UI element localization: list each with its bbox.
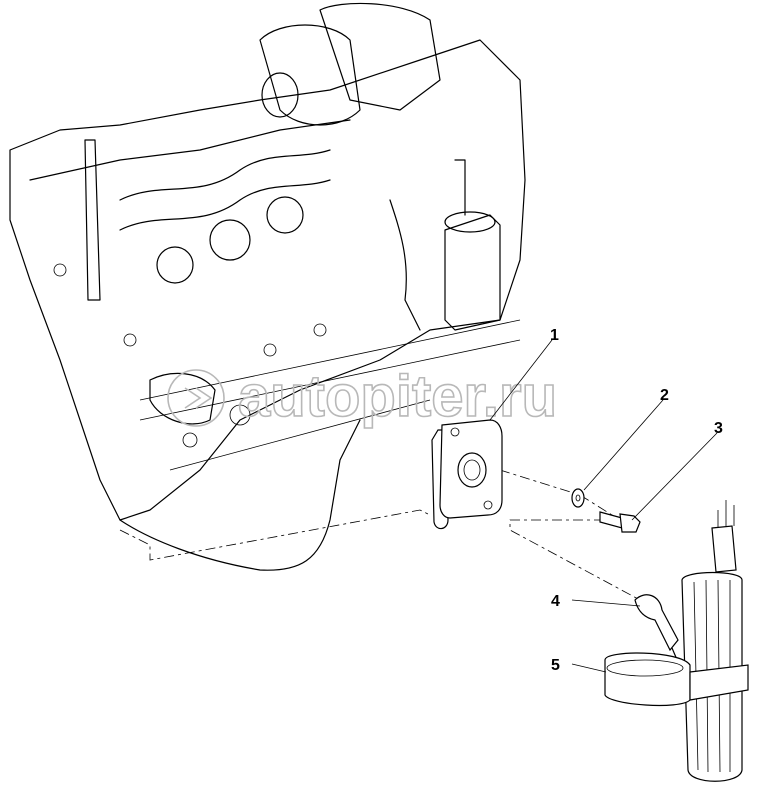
leader-line-4 <box>571 599 641 607</box>
leader-line-1 <box>489 339 553 421</box>
block-heater <box>431 419 503 530</box>
washer <box>571 488 585 508</box>
centerline <box>499 469 641 601</box>
engine-block <box>9 2 526 571</box>
watermark: autopiter.ru <box>167 363 558 430</box>
callout-3: 3 <box>714 420 723 437</box>
leader-line-3 <box>631 432 718 521</box>
bolt <box>599 511 641 533</box>
callout-4: 4 <box>551 593 560 610</box>
callout-5: 5 <box>551 657 560 674</box>
callout-1: 1 <box>550 327 559 344</box>
leader-line-2 <box>583 399 664 491</box>
heater-cord-assembly <box>604 500 749 782</box>
leader-line-5 <box>571 663 607 673</box>
centerline <box>119 509 431 561</box>
callout-2: 2 <box>660 387 669 404</box>
watermark-text: autopiter.ru <box>238 364 557 429</box>
